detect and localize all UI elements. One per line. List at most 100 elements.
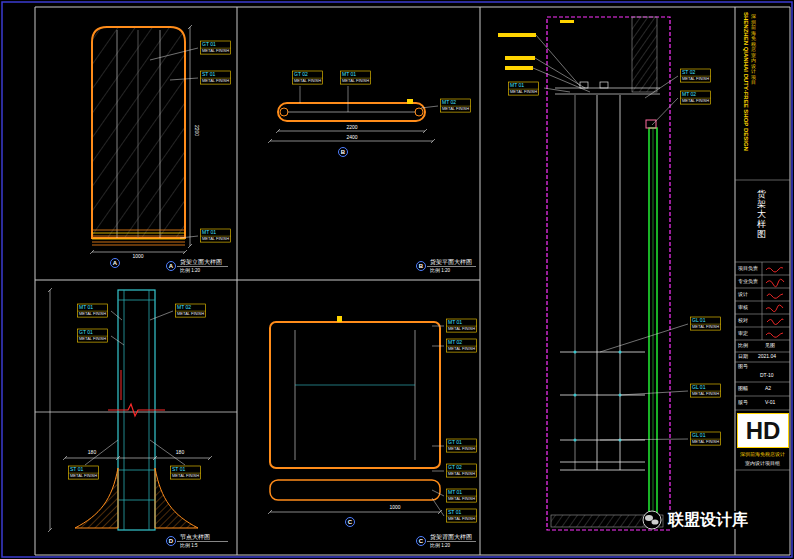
material-code: MT 01 <box>448 320 462 326</box>
plan-centerline <box>287 112 416 113</box>
material-tag <box>509 82 539 95</box>
title-block-value: A2 <box>765 386 771 392</box>
break-divider <box>35 412 237 413</box>
view-title: 货架平面大样图 <box>430 259 472 265</box>
scale-note: 比例 1:5 <box>180 543 198 548</box>
scale-note: 比例 1:20 <box>180 268 200 273</box>
dimension: 2200 <box>193 125 199 136</box>
break-line <box>108 404 165 416</box>
project-note: 深圳前海免税店设计 <box>740 452 785 457</box>
material-code: ST 01 <box>172 467 185 473</box>
marker <box>407 99 413 104</box>
material-tag <box>78 304 108 317</box>
dimension: 1000 <box>389 505 400 511</box>
fixing-bracket <box>646 120 656 128</box>
material-tag <box>201 71 231 84</box>
title-block-value: DT-10 <box>760 373 774 379</box>
scale-note: 比例 1:20 <box>430 543 450 548</box>
section-marker: C <box>345 517 355 527</box>
dimension-line <box>268 129 435 143</box>
material-code: GT 01 <box>448 440 462 446</box>
material-tag <box>447 439 477 452</box>
shelf-base <box>270 480 440 500</box>
material-tag <box>341 71 371 84</box>
note-bar <box>498 20 574 70</box>
material-code: MT 01 <box>342 72 356 78</box>
post-section <box>415 108 423 116</box>
material-tag <box>69 466 99 479</box>
material-tag <box>447 464 477 477</box>
material-name: METAL FINISH <box>448 327 475 332</box>
section-marker: A <box>166 261 176 271</box>
material-name: METAL FINISH <box>177 312 204 317</box>
section-boundary <box>547 17 670 530</box>
watermark: 联盟设计库 <box>666 511 750 529</box>
marker-letter: A <box>169 263 173 269</box>
material-tag <box>176 304 206 317</box>
marker-letter: C <box>348 519 352 525</box>
material-code: MT 02 <box>448 340 462 346</box>
section-marker: D <box>166 536 176 546</box>
title-block-field: 比例 <box>738 343 748 348</box>
material-tag <box>447 339 477 352</box>
shelf-inner-lines <box>295 330 415 460</box>
material-code: GL 01 <box>692 318 705 324</box>
shelf-base <box>92 230 185 245</box>
material-name: METAL FINISH <box>682 99 709 104</box>
fixing-dot <box>574 351 622 442</box>
view-title: 货架背面大样图 <box>430 534 472 540</box>
material-name: METAL FINISH <box>692 325 719 330</box>
shelf-back <box>270 322 440 468</box>
material-name: METAL FINISH <box>342 79 369 84</box>
section-marker: B <box>338 147 348 157</box>
material-name: METAL FINISH <box>692 392 719 397</box>
material-code: MT 02 <box>177 305 191 311</box>
view-title: 节点大样图 <box>180 534 210 540</box>
material-code: MT 01 <box>510 83 524 89</box>
material-code: GT 01 <box>202 42 216 48</box>
material-code: ST 01 <box>448 510 461 516</box>
dimension: 180 <box>88 450 96 456</box>
shelf-glass-panel <box>92 27 185 238</box>
material-name: METAL FINISH <box>70 474 97 479</box>
logo-text: HD <box>746 419 781 443</box>
section-marker: C <box>416 536 426 546</box>
material-code: MT 01 <box>202 230 216 236</box>
dimension-line <box>90 25 192 254</box>
title-block-field: 日期 <box>738 354 748 359</box>
red-mark <box>121 370 122 400</box>
dimension: 1000 <box>132 254 143 260</box>
dimension: 2400 <box>346 135 357 141</box>
material-name: METAL FINISH <box>448 347 475 352</box>
material-tag <box>691 432 721 445</box>
title-block-field: 审核 <box>738 305 748 310</box>
material-code: MT 02 <box>442 100 456 106</box>
material-code: MT 02 <box>682 92 696 98</box>
material-name: METAL FINISH <box>172 474 199 479</box>
material-name: METAL FINISH <box>448 447 475 452</box>
sheet-title: 货架大样图 <box>757 190 766 239</box>
glass-uprights <box>575 95 620 470</box>
title-block-grid <box>735 180 790 470</box>
material-tag <box>681 91 711 104</box>
material-code: ST 01 <box>70 467 83 473</box>
green-panel <box>649 128 657 523</box>
material-tag <box>447 489 477 502</box>
dimension: 2200 <box>346 125 357 131</box>
shelf-line <box>560 352 645 470</box>
wall-hatch <box>632 17 657 92</box>
title-block-field: 图幅 <box>738 386 748 391</box>
section-marker: B <box>416 261 426 271</box>
scale-note: 比例 1:20 <box>430 268 450 273</box>
material-name: METAL FINISH <box>448 517 475 522</box>
logo-box: HD <box>737 413 789 448</box>
material-name: METAL FINISH <box>442 107 469 112</box>
view-title: 货架立面大样图 <box>180 259 222 265</box>
dimension: 180 <box>176 450 184 456</box>
material-code: ST 02 <box>682 70 695 76</box>
material-tag <box>447 509 477 522</box>
section-marker: A <box>110 258 120 268</box>
material-tag <box>441 99 471 112</box>
